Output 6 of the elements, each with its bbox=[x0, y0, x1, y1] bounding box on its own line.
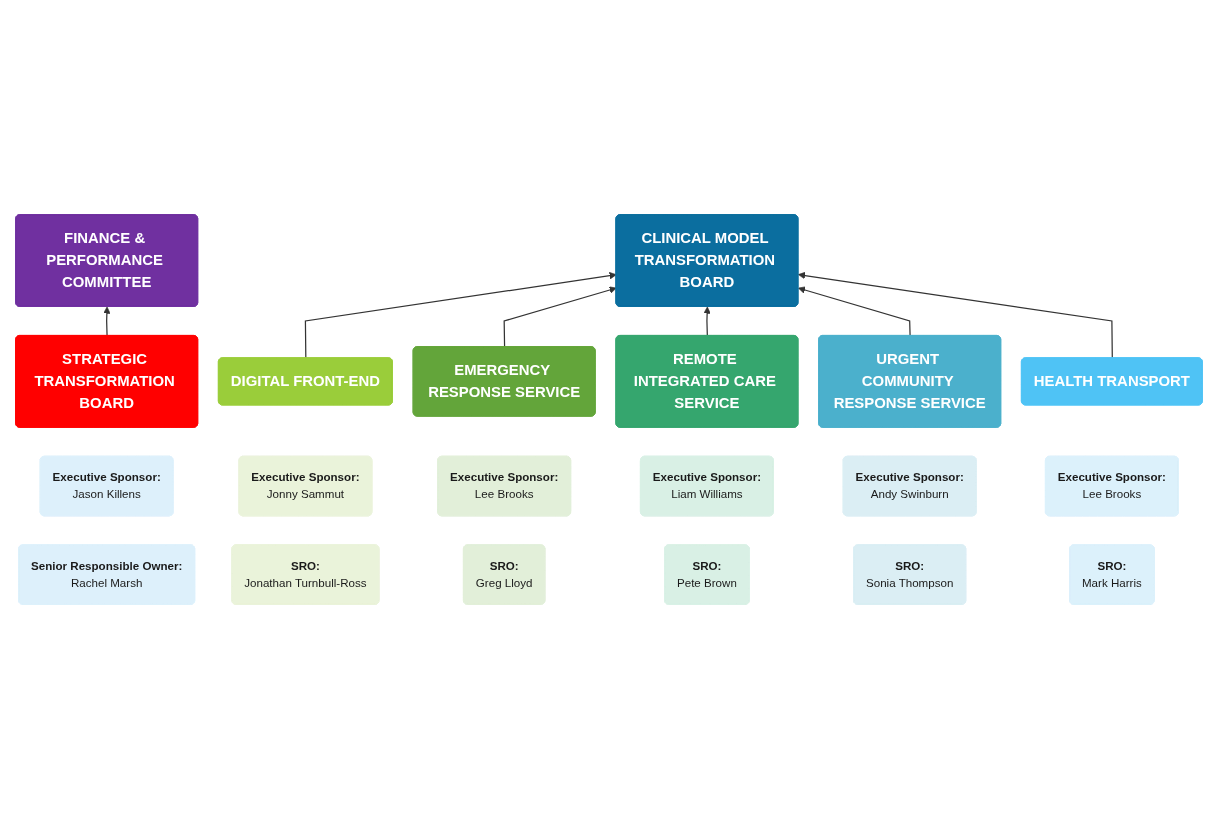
arrow bbox=[797, 286, 911, 337]
arrow bbox=[102, 306, 110, 337]
arrow bbox=[503, 286, 617, 348]
arrow bbox=[703, 306, 711, 337]
arrow bbox=[304, 272, 617, 359]
arrow bbox=[797, 271, 1113, 359]
